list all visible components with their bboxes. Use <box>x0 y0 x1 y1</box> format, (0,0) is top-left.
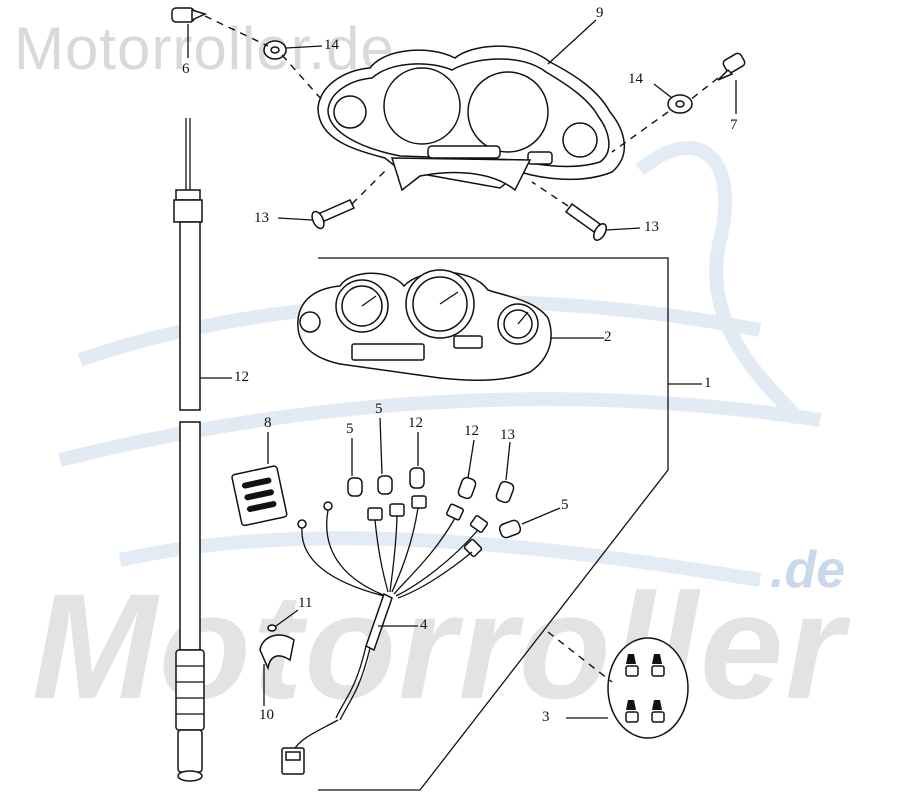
callout-5-a: 5 <box>346 421 354 437</box>
callout-14-left: 14 <box>324 37 339 53</box>
leader-lines <box>187 19 737 719</box>
callout-12-c: 13 <box>500 427 515 443</box>
washer-right <box>667 94 693 114</box>
bulb-set <box>607 637 689 739</box>
callout-9: 10 <box>259 707 274 723</box>
callout-3: 3 <box>542 709 550 725</box>
callout-1: 1 <box>704 375 712 391</box>
speedometer-cable <box>173 118 205 782</box>
callout-12-b: 12 <box>464 423 479 439</box>
callout-12-a: 12 <box>408 415 423 431</box>
bulb-set-leader <box>547 631 613 683</box>
callout-14-right: 14 <box>628 71 643 87</box>
callout-8: 9 <box>596 5 604 21</box>
assembly-bracket <box>318 257 669 791</box>
callout-4: 4 <box>420 617 428 633</box>
screw-left <box>171 7 208 23</box>
instrument-cover <box>317 45 626 192</box>
callout-11: 12 <box>234 369 249 385</box>
speedometer-unit <box>297 269 552 381</box>
cable-clip <box>259 634 295 706</box>
watermark-large: Motorroller <box>32 562 846 730</box>
bulb-sockets <box>347 467 522 558</box>
callout-10: 11 <box>298 595 313 611</box>
washer-left <box>263 40 287 60</box>
bolt-right <box>564 202 607 241</box>
bulb-card <box>231 465 288 527</box>
screw-right <box>717 52 746 81</box>
bolt-left <box>311 199 356 230</box>
callout-6-left: 6 <box>182 61 190 77</box>
callout-13-left: 13 <box>254 210 269 226</box>
callout-13-right: 13 <box>644 219 659 235</box>
callout-2: 2 <box>604 329 612 345</box>
callout-7: 8 <box>264 415 272 431</box>
watermark-suffix: .de <box>770 541 846 599</box>
clip-screw <box>267 609 299 632</box>
watermark-top: Motorroller.de <box>14 15 395 82</box>
callout-5-b: 5 <box>375 401 383 417</box>
callout-5-c: 5 <box>561 497 569 513</box>
wiring-harness <box>281 501 479 775</box>
callout-6-right: 7 <box>730 117 738 133</box>
